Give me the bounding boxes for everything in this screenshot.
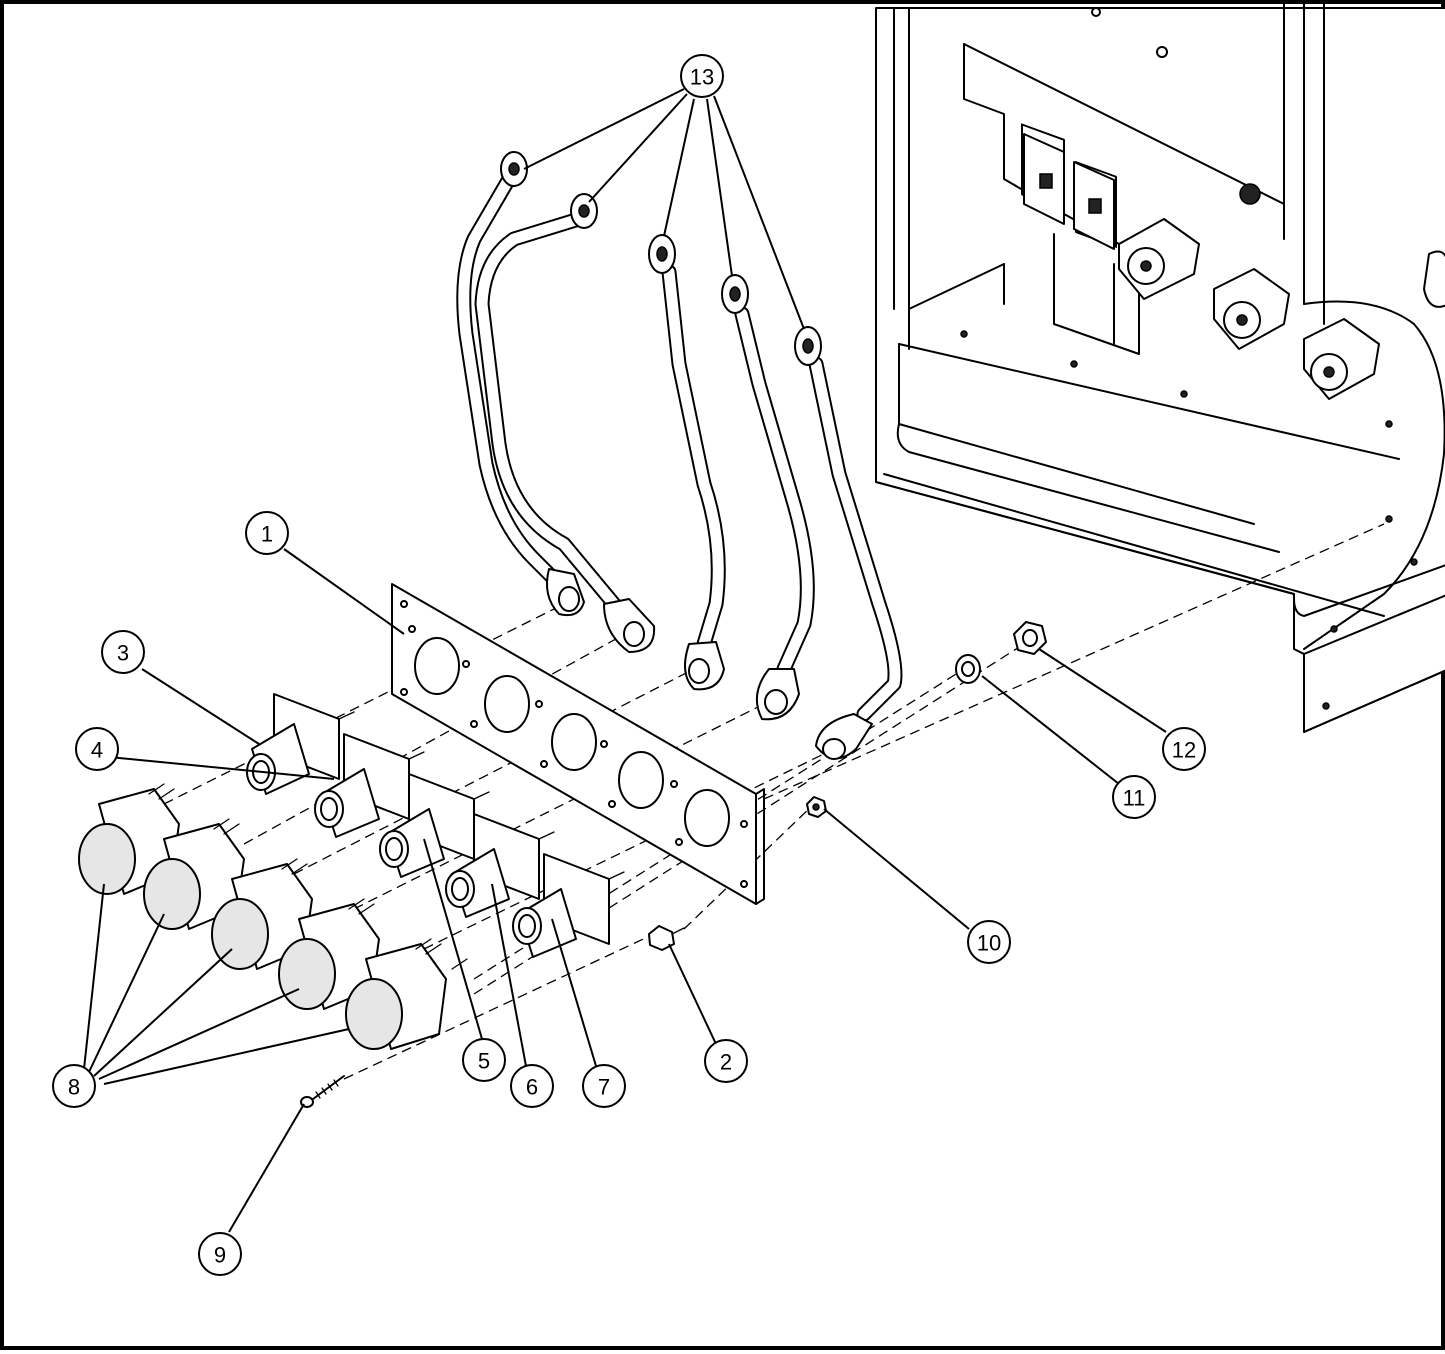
cap-2 xyxy=(143,818,245,930)
callout-6: 6 xyxy=(510,1064,554,1108)
hex-nut xyxy=(1013,621,1047,655)
exploded-view-drawing: 1 2 3 4 5 6 7 8 xyxy=(52,4,1445,1276)
cap-5 xyxy=(345,938,468,1050)
callout-12: 12 xyxy=(1162,727,1206,771)
callout-4: 4 xyxy=(75,727,119,771)
terminal-3 xyxy=(246,693,355,795)
cap-3 xyxy=(211,858,313,970)
callout-1: 1 xyxy=(245,511,289,555)
callout-11-label: 11 xyxy=(1123,786,1146,811)
callout-8: 8 xyxy=(52,1064,96,1108)
cable-e xyxy=(794,326,903,760)
callout-2: 2 xyxy=(704,1039,748,1083)
callout-10-label: 10 xyxy=(977,931,1001,956)
callout-9-label: 9 xyxy=(214,1243,226,1268)
nut-small xyxy=(806,796,827,818)
callout-3: 3 xyxy=(101,630,145,674)
callout-3-label: 3 xyxy=(117,641,129,666)
callout-11: 11 xyxy=(1112,775,1156,819)
callout-12-label: 12 xyxy=(1172,738,1196,763)
callout-7-label: 7 xyxy=(598,1075,610,1100)
callout-6-label: 6 xyxy=(526,1075,538,1100)
washer xyxy=(955,654,981,684)
callout-10: 10 xyxy=(967,920,1011,964)
callout-2-label: 2 xyxy=(720,1050,732,1075)
callout-5: 5 xyxy=(462,1038,506,1082)
terminal-5 xyxy=(379,773,490,878)
callout-8-label: 8 xyxy=(68,1075,80,1100)
cable-set xyxy=(456,151,903,760)
terminal-4 xyxy=(314,733,425,838)
callout-13: 13 xyxy=(680,54,724,98)
cable-a xyxy=(456,151,585,617)
cable-b xyxy=(474,193,656,653)
cable-c xyxy=(648,234,726,691)
callout-bubbles: 1 2 3 4 5 6 7 8 xyxy=(52,54,1206,1276)
callout-4-label: 4 xyxy=(91,738,103,763)
callout-9: 9 xyxy=(198,1232,242,1276)
enclosure xyxy=(875,4,1445,733)
mounting-plate xyxy=(391,583,765,905)
terminal-7 xyxy=(512,853,625,958)
callout-7: 7 xyxy=(582,1064,626,1108)
callout-1-label: 1 xyxy=(261,522,273,547)
hardware xyxy=(300,621,1047,1108)
flange-bolt xyxy=(648,925,685,951)
cable-d xyxy=(721,274,815,721)
screw xyxy=(300,1075,345,1108)
stud-terminals xyxy=(246,693,625,958)
terminal-6 xyxy=(445,813,555,918)
leader-lines xyxy=(83,88,1167,1233)
callout-13-label: 13 xyxy=(690,65,714,90)
callout-5-label: 5 xyxy=(478,1049,490,1074)
